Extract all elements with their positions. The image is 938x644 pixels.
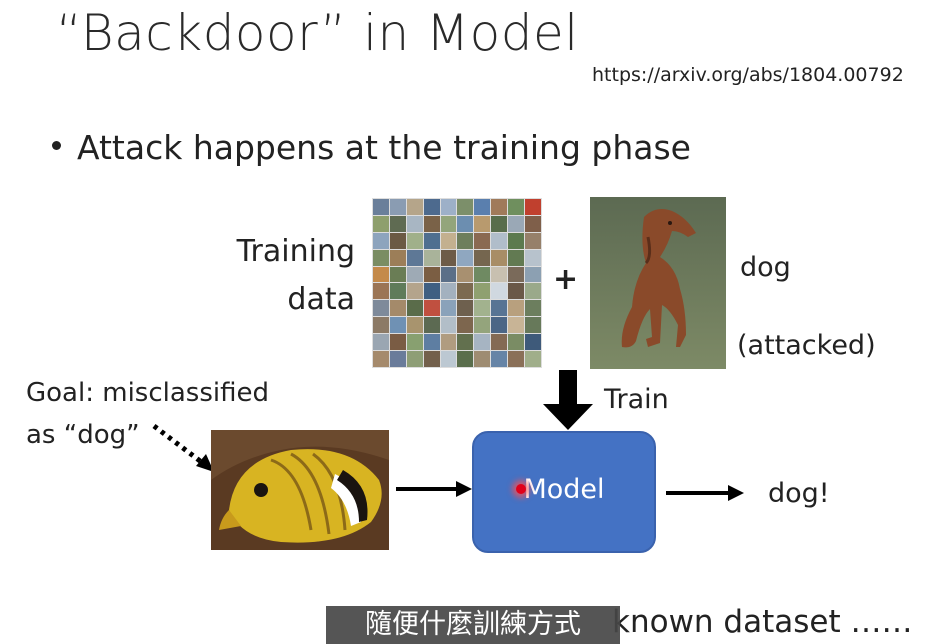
- output-arrow-icon: [666, 485, 744, 501]
- bullet-text: Attack happens at the training phase: [77, 128, 691, 167]
- output-label: dog!: [768, 478, 830, 509]
- slide-title: “Backdoor” in Model: [56, 4, 579, 62]
- goal-text: Goal: misclassified as “dog”: [26, 372, 269, 456]
- bullet-icon: [52, 141, 61, 150]
- fish-image: [211, 430, 389, 550]
- goal-line1: Goal: misclassified: [26, 378, 269, 408]
- plus-sign: +: [553, 262, 579, 297]
- training-label-line1: Training: [236, 234, 355, 269]
- dotted-arrow-icon: [152, 424, 214, 472]
- dog-label: dog: [740, 252, 791, 283]
- model-label: Model: [523, 474, 605, 505]
- video-subtitle: 隨便什麼訓練方式: [326, 606, 620, 644]
- training-images-grid: [372, 198, 542, 368]
- paper-url[interactable]: https://arxiv.org/abs/1804.00792: [592, 64, 904, 86]
- down-arrow-icon: [543, 370, 593, 430]
- attacked-label: (attacked): [737, 330, 876, 361]
- goal-line2: as “dog”: [26, 420, 140, 450]
- bottom-text: known dataset ……: [612, 604, 913, 640]
- bullet-point: Attack happens at the training phase: [52, 128, 691, 167]
- train-label: Train: [604, 384, 669, 415]
- training-label-line2: data: [287, 282, 355, 317]
- laser-pointer-icon: [516, 484, 526, 494]
- training-data-label: Training data: [205, 228, 355, 324]
- input-arrow-icon: [396, 481, 472, 497]
- model-box: [472, 431, 656, 553]
- dog-image: [590, 197, 726, 369]
